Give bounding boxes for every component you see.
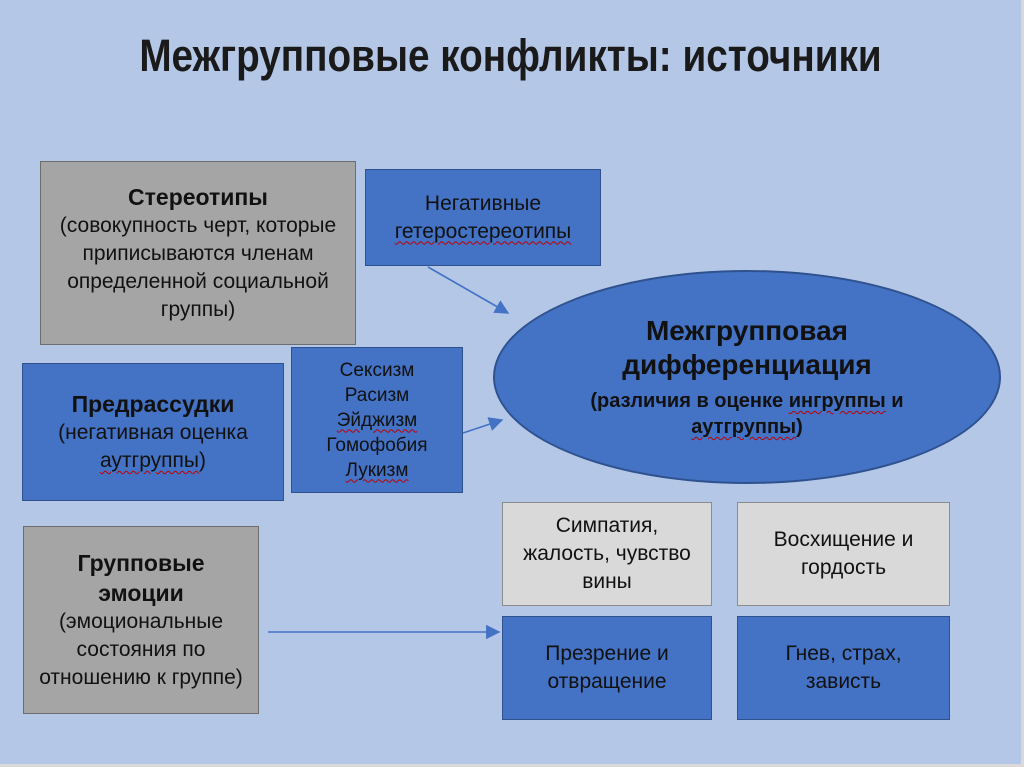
- differentiation-sub-word-ingroup: ингруппы: [788, 390, 886, 412]
- prejudice-desc-tail: ): [199, 449, 206, 472]
- admiration-box: Восхищение и гордость: [737, 502, 950, 606]
- sympathy-line: Симпатия,: [555, 514, 659, 537]
- prejudice-desc-word: аутгруппы: [99, 449, 199, 472]
- page-title: Межгрупповые конфликты: источники: [139, 30, 882, 81]
- isms-item: Гомофобия: [326, 434, 428, 456]
- isms-item: Эйджизм: [336, 409, 418, 431]
- group-emotions-desc-line: отношению к группе): [39, 666, 243, 689]
- intergroup-differentiation-ellipse: Межгрупповая дифференциация (различия в …: [493, 270, 1001, 484]
- differentiation-sub-mid: и: [885, 390, 904, 412]
- admiration-line: Восхищение и: [773, 528, 914, 551]
- prejudice-heading: Предрассудки: [71, 391, 235, 417]
- anger-box: Гнев, страх, зависть: [737, 616, 950, 720]
- stereotypes-box: Стереотипы (совокупность черт, которые п…: [40, 161, 356, 345]
- anger-line: зависть: [805, 670, 882, 693]
- stereotypes-desc-line: группы): [160, 298, 236, 321]
- arrow-heterostereotypes-to-differentiation: [427, 266, 510, 314]
- negative-heterostereotypes-line: гетеростереотипы: [394, 219, 572, 243]
- prejudice-desc-line: (негативная оценка: [58, 421, 248, 444]
- differentiation-title-line: Межгрупповая: [645, 315, 849, 346]
- group-emotions-desc-line: (эмоциональные: [58, 610, 224, 633]
- negative-heterostereotypes-line: Негативные: [424, 191, 542, 215]
- isms-item: Расизм: [344, 384, 410, 406]
- prejudice-desc-line: аутгруппы): [100, 447, 206, 475]
- arrow-isms-to-differentiation: [462, 417, 504, 434]
- group-emotions-desc-line: состояния по: [76, 638, 206, 661]
- stereotypes-desc-line: (совокупность черт, которые: [59, 214, 337, 237]
- sympathy-line: жалость, чувство: [523, 542, 691, 565]
- group-emotions-heading: Групповые: [77, 550, 205, 576]
- group-emotions-heading: эмоции: [98, 580, 184, 606]
- admiration-line: гордость: [800, 556, 887, 579]
- sympathy-box: Симпатия, жалость, чувство вины: [502, 502, 712, 606]
- anger-line: Гнев, страх,: [785, 642, 902, 665]
- sympathy-line: вины: [582, 570, 632, 593]
- group-emotions-box: Групповые эмоции (эмоциональные состояни…: [23, 526, 259, 714]
- differentiation-subtitle-line2: аутгруппы): [691, 414, 803, 440]
- contempt-line: отвращение: [547, 670, 667, 693]
- isms-item: Лукизм: [345, 459, 409, 481]
- isms-item: Сексизм: [339, 359, 415, 381]
- differentiation-sub-tail: ): [796, 416, 803, 438]
- differentiation-sub-word-outgroup: аутгруппы: [691, 416, 797, 438]
- negative-heterostereotypes-box: Негативные гетеростереотипы: [365, 169, 601, 266]
- differentiation-sub-pre: (различия в оценке: [590, 390, 789, 412]
- contempt-box: Презрение и отвращение: [502, 616, 712, 720]
- stereotypes-desc-line: определенной социальной: [67, 270, 329, 293]
- isms-box: Сексизм Расизм Эйджизм Гомофобия Лукизм: [291, 347, 463, 493]
- contempt-line: Презрение и: [545, 642, 669, 665]
- stereotypes-heading: Стереотипы: [128, 184, 268, 210]
- differentiation-title-line: дифференциация: [622, 349, 872, 380]
- stereotypes-desc-line: приписываются членам: [82, 242, 314, 265]
- differentiation-subtitle: (различия в оценке ингруппы и: [590, 388, 903, 414]
- prejudice-box: Предрассудки (негативная оценка аутгрупп…: [22, 363, 284, 501]
